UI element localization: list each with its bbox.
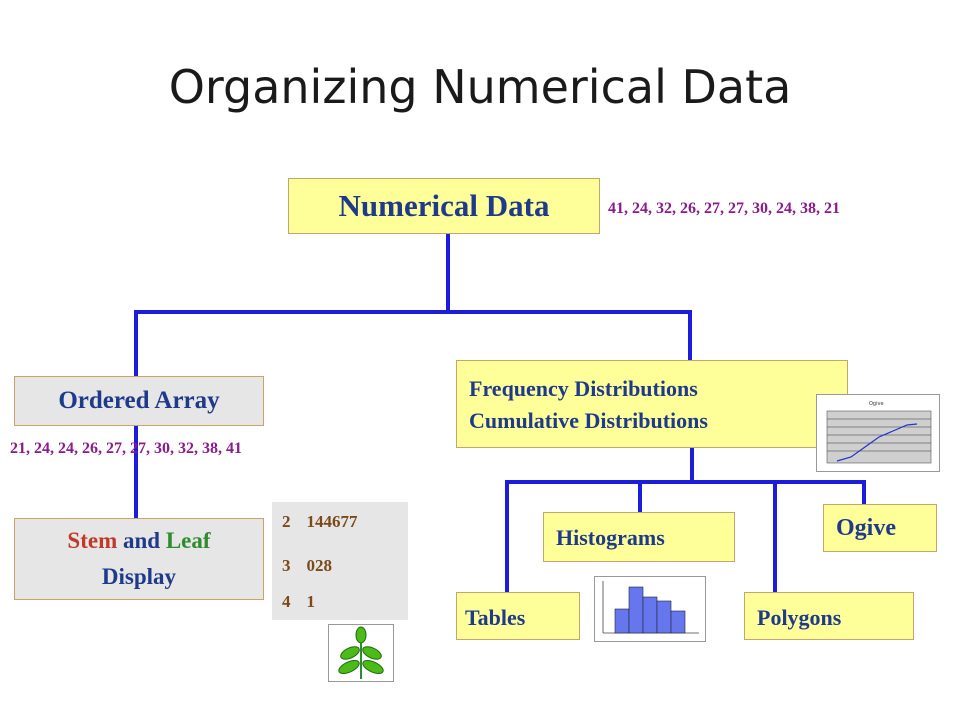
- stem-and-leaf-box: Stem and Leaf Display: [14, 518, 264, 600]
- leaf-word: Leaf: [165, 528, 211, 553]
- ogive-label: Ogive: [836, 515, 896, 541]
- leaf-values: 1: [306, 592, 316, 611]
- leaf-values: 144677: [306, 512, 358, 531]
- raw-data-values: 41, 24, 32, 26, 27, 27, 30, 24, 38, 21: [608, 200, 840, 217]
- plant-icon: [328, 624, 394, 682]
- stem-plot-row: 3 028: [282, 556, 332, 576]
- histogram-chart-thumbnail: [594, 576, 706, 642]
- connector-bottom-horizontal: [505, 480, 865, 484]
- histogram-thumbnail-graphic: [602, 581, 699, 634]
- connector-to-histograms: [638, 480, 642, 514]
- numerical-data-box: Numerical Data: [288, 178, 600, 234]
- stem-value: 3: [282, 556, 291, 575]
- connector-top-horizontal: [134, 310, 692, 314]
- connector-to-ogive: [862, 480, 866, 506]
- connector-to-polygons: [773, 480, 777, 592]
- polygons-label: Polygons: [757, 605, 842, 630]
- ogive-chart-thumbnail: Ogive: [816, 394, 940, 472]
- tables-label: Tables: [465, 605, 526, 630]
- ogive-box: Ogive: [823, 504, 937, 552]
- stem-and-leaf-title: Stem and Leaf: [15, 523, 263, 559]
- display-word: Display: [101, 564, 177, 589]
- numerical-data-label: Numerical Data: [338, 188, 550, 223]
- tables-box: Tables: [456, 592, 580, 640]
- leaf-values: 028: [306, 556, 333, 575]
- connector-freq-down: [690, 446, 694, 482]
- histograms-label: Histograms: [556, 525, 665, 550]
- plant-icon-graphic: [338, 626, 384, 679]
- connector-to-tables: [505, 480, 509, 592]
- stem-word: Stem: [67, 528, 118, 553]
- frequency-distributions-box: Frequency Distributions Cumulative Distr…: [456, 360, 848, 448]
- stem-plot-row: 2 144677: [282, 512, 358, 532]
- slide-title: Organizing Numerical Data: [168, 60, 792, 114]
- ordered-array-box: Ordered Array: [14, 376, 264, 426]
- ordered-data-values: 21, 24, 24, 26, 27, 27, 30, 32, 38, 41: [10, 440, 242, 457]
- frequency-distributions-label: Frequency Distributions: [469, 376, 698, 401]
- polygons-box: Polygons: [744, 592, 914, 640]
- connector-right-down: [688, 310, 692, 362]
- histograms-box: Histograms: [543, 512, 735, 562]
- svg-text:Ogive: Ogive: [869, 401, 884, 407]
- connector-left-to-stem: [134, 420, 138, 520]
- stem-value: 2: [282, 512, 291, 531]
- ordered-array-label: Ordered Array: [58, 387, 220, 414]
- cumulative-distributions-label: Cumulative Distributions: [469, 408, 708, 433]
- connector-left-down: [134, 310, 138, 378]
- connector-root-down: [446, 232, 450, 312]
- ogive-thumbnail-graphic: Ogive: [826, 401, 932, 464]
- and-word: and: [123, 528, 161, 553]
- stem-value: 4: [282, 592, 291, 611]
